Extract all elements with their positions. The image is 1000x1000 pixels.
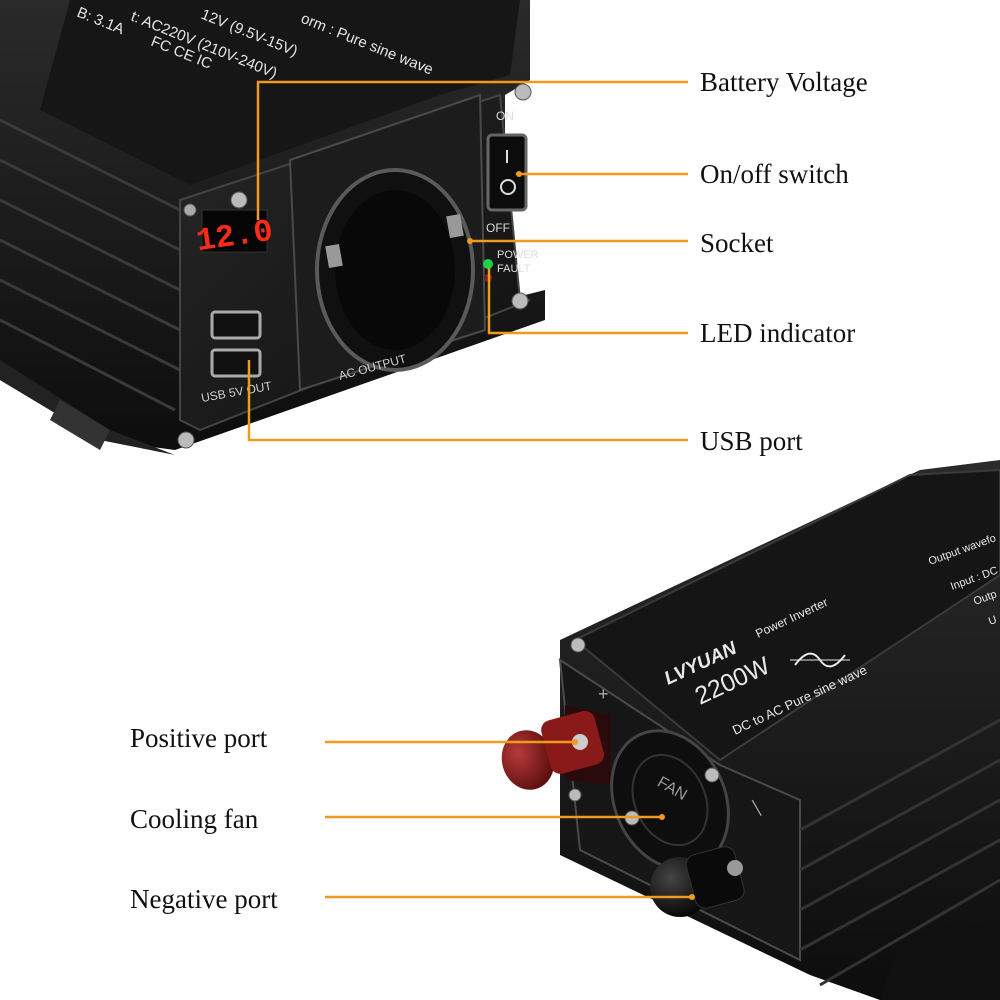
- power-led: [483, 259, 493, 269]
- led-fault-label: FAULT: [497, 263, 531, 275]
- callout-on-off-switch: On/off switch: [700, 159, 849, 189]
- callout-socket: Socket: [700, 228, 774, 258]
- callout-cooling-fan: Cooling fan: [130, 804, 259, 834]
- usb-port-1[interactable]: [210, 310, 262, 340]
- top-label-plate: [40, 0, 520, 185]
- callout-battery-voltage: Battery Voltage: [700, 67, 868, 97]
- voltage-display: [201, 209, 268, 253]
- switch-on-label: ON: [496, 109, 514, 123]
- led-power-label: POWER: [497, 249, 539, 261]
- bottom-top-face: [573, 468, 1000, 762]
- cooling-fins: [0, 118, 181, 412]
- callout-negative-port: Negative port: [130, 884, 278, 914]
- plus-mark: +: [598, 684, 609, 704]
- callout-leaders: [247, 80, 692, 899]
- power-switch[interactable]: [486, 133, 528, 212]
- leader-battery-voltage: [256, 80, 688, 220]
- positive-terminal[interactable]: [495, 724, 561, 795]
- callout-led-indicator: LED indicator: [700, 318, 856, 348]
- bottom-inverter: FAN + — LVYUAN Power Inverter 2200W DC t…: [495, 460, 1000, 1000]
- top-inverter: 12.0 USB 5V OUT AC OUTPUT ON OFF POWER F…: [0, 0, 545, 455]
- leader-led: [487, 268, 688, 335]
- callout-usb-port: USB port: [700, 426, 803, 456]
- callout-positive-port: Positive port: [130, 723, 268, 753]
- switch-off-label: OFF: [486, 221, 510, 235]
- leader-usb: [247, 360, 688, 442]
- svg-text:U: U: [987, 614, 999, 628]
- usb-port-2[interactable]: [210, 348, 262, 378]
